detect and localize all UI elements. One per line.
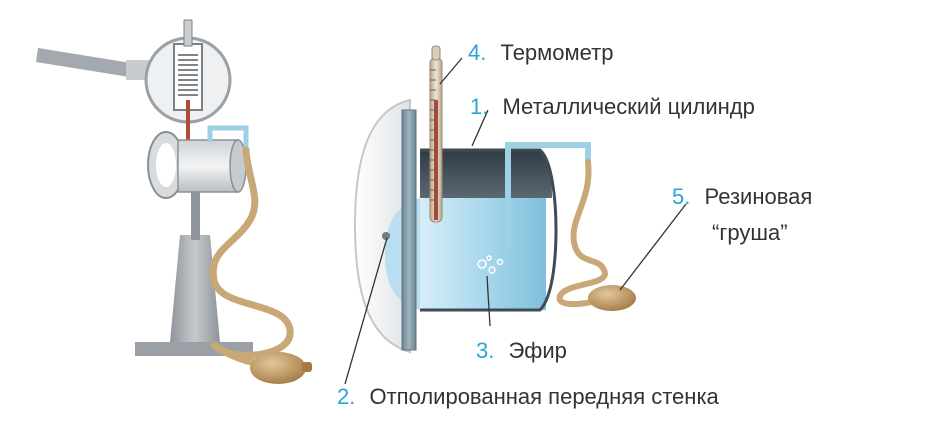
label-ether: 3. Эфир <box>476 338 567 363</box>
label-front-wall: 2. Отполированная передняя стенка <box>337 384 720 409</box>
clamp-handle <box>36 48 150 80</box>
cylinder-top <box>420 150 552 198</box>
right-rubber-hose <box>556 159 608 308</box>
label-thermometer: 4. Термометр <box>468 40 613 65</box>
right-rubber-bulb <box>588 285 636 311</box>
leader-cylinder <box>471 109 489 147</box>
label-ether-number: 3. <box>476 338 494 363</box>
label-front-wall-text: Отполированная передняя стенка <box>369 384 719 409</box>
stand-foot <box>170 235 220 342</box>
label-front-wall-number: 2. <box>337 384 355 409</box>
small-cylinder-front-inner <box>156 143 176 187</box>
small-tube-glass <box>207 125 249 152</box>
thermometer-scale <box>430 69 436 201</box>
label-bulb-number: 5. <box>672 184 690 209</box>
label-bulb-text: Резиновая <box>704 184 812 209</box>
thermometer-cap <box>431 45 441 61</box>
cylinder-outline <box>420 148 558 312</box>
label-bulb: 5. Резиновая <box>672 184 812 209</box>
label-cylinder: 1. Металлический цилиндр <box>470 94 755 119</box>
gauge-red-rod <box>186 100 190 140</box>
left-bulb-nozzle <box>302 362 312 372</box>
right-apparatus <box>353 45 636 354</box>
small-cylinder-body <box>177 139 239 193</box>
gauge-spring <box>178 54 198 96</box>
label-cylinder-number: 1. <box>470 94 488 119</box>
leader-front-wall <box>344 237 388 385</box>
label-bulb-line2: “груша” <box>712 220 788 245</box>
left-apparatus <box>36 19 312 384</box>
ether-bubbles <box>477 255 504 274</box>
front-plate <box>401 109 417 351</box>
leader-lines <box>344 57 687 385</box>
plate-dot <box>382 232 390 240</box>
leader-bulb <box>619 203 687 291</box>
label-cylinder-text: Металлический цилиндр <box>502 94 754 119</box>
left-rubber-bulb <box>250 352 306 384</box>
right-glass-tube <box>505 142 591 250</box>
label-ether-text: Эфир <box>508 338 566 363</box>
leader-thermometer <box>439 57 463 85</box>
gauge-top-knob <box>183 19 193 47</box>
label-thermometer-text: Термометр <box>500 40 613 65</box>
label-thermometer-number: 4. <box>468 40 486 65</box>
leader-ether <box>486 275 491 327</box>
left-rubber-hose <box>209 146 294 368</box>
clamp-handle-end <box>126 60 150 80</box>
stand-rod <box>191 185 200 240</box>
